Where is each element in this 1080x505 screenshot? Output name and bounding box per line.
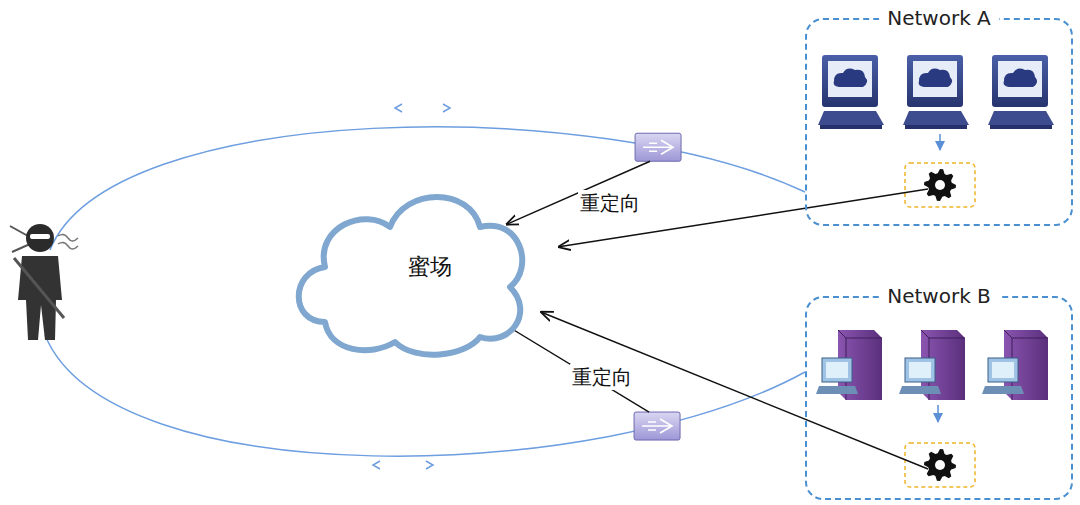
honeyfarm-cloud: 蜜场 bbox=[285, 172, 575, 362]
redirect-arrow bbox=[497, 320, 649, 412]
redirect-connector bbox=[559, 189, 928, 247]
network-region: Network A bbox=[805, 18, 1073, 226]
redirect-arrow bbox=[507, 161, 650, 224]
switch-icon bbox=[634, 412, 680, 440]
attacker-figure bbox=[10, 224, 78, 340]
server-icon bbox=[816, 330, 882, 400]
redirect-label: 重定向 bbox=[578, 190, 642, 216]
network-region: Network B bbox=[805, 296, 1073, 500]
monitor-icon bbox=[988, 55, 1054, 129]
monitor-icon bbox=[903, 55, 969, 129]
servers bbox=[816, 330, 1048, 422]
monitor-icon bbox=[818, 55, 884, 129]
server-icon bbox=[899, 330, 965, 400]
network-title: Network A bbox=[879, 5, 999, 31]
redirect-label: 重定向 bbox=[570, 364, 634, 390]
gear-icon bbox=[905, 443, 975, 487]
workstations bbox=[818, 55, 1054, 150]
cloud-label: 蜜场 bbox=[285, 252, 575, 282]
redirect-connector bbox=[542, 312, 928, 469]
switch-icon bbox=[635, 133, 681, 161]
server-icon bbox=[982, 330, 1048, 400]
gear-icon bbox=[905, 163, 975, 207]
network-title: Network B bbox=[879, 283, 999, 309]
